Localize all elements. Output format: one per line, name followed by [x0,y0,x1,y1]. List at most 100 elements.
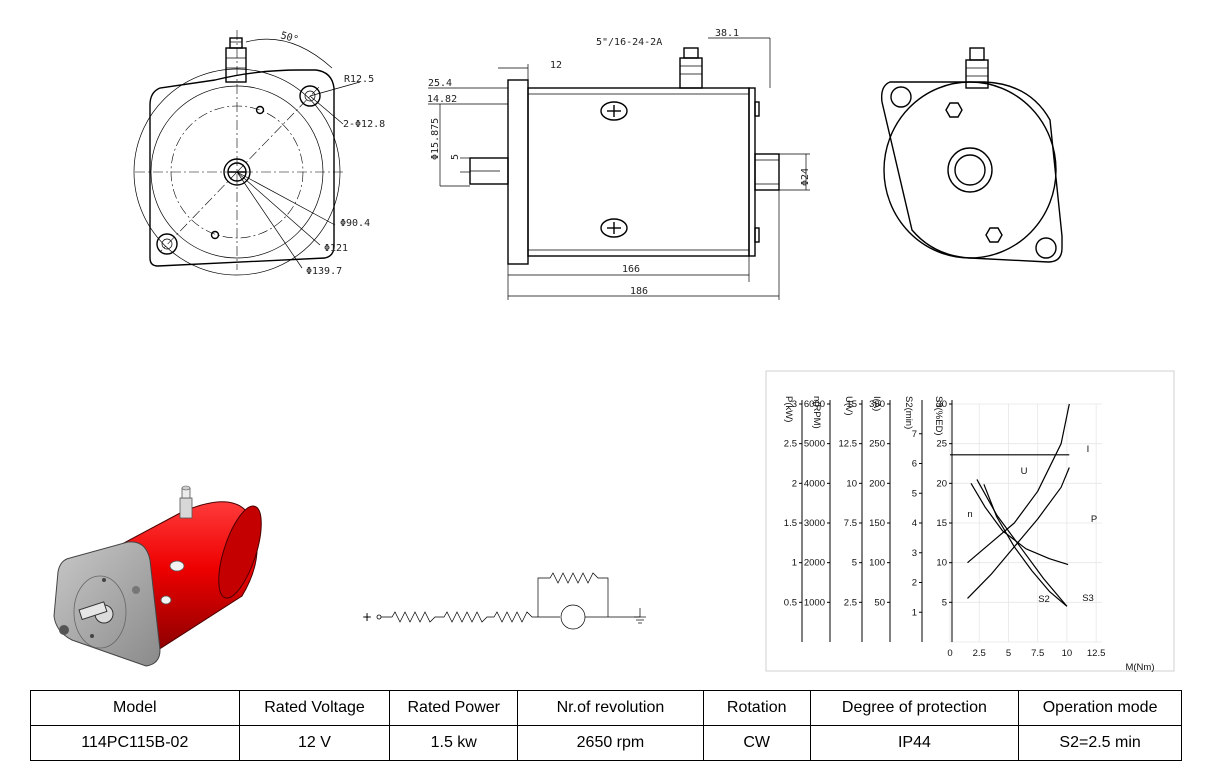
dim-24: Φ24 [800,168,811,186]
y-tick-label-4-5: 6 [912,459,917,470]
series-line-p [967,467,1070,599]
dim-381: 38.1 [715,28,739,39]
spec-table: Model Rated Voltage Rated Power Nr.of re… [30,690,1182,761]
y-tick-label-3-4: 250 [869,439,885,450]
y-axis-title-5: S3(%ED) [933,396,944,436]
dim-d904: Φ90.4 [340,218,370,229]
circuit-diagram: + [362,572,646,630]
dim-1482: 14.82 [427,94,457,105]
series-label-u: U [1021,466,1028,477]
y-tick-label-3-3: 200 [869,478,885,489]
x-tick-label-0: 0 [947,648,952,659]
header-rated-voltage: Rated Voltage [238,690,391,726]
value-rotation: CW [702,725,811,761]
y-tick-label-2-1: 5 [852,558,857,569]
y-tick-label-5-5: 30 [936,399,947,410]
value-rated-voltage: 12 V [238,725,391,761]
value-protection: IP44 [809,725,1020,761]
series-line-i [967,403,1070,564]
y-tick-label-5-0: 5 [942,597,947,608]
y-tick-label-5-4: 25 [936,439,947,450]
value-revolution: 2650 rpm [517,725,704,761]
y-tick-label-4-4: 5 [912,488,917,499]
y-axis-title-0: P(kW) [783,396,794,422]
dim-r-small: R12.5 [344,74,374,85]
y-tick-label-1-3: 4000 [804,478,825,489]
y-tick-label-1-1: 2000 [804,558,825,569]
y-tick-label-4-3: 4 [912,518,917,529]
dim-5: 5 [450,154,461,160]
header-model: Model [30,690,240,726]
chart-axes: 0 2.5 5 7.5 10 12.5M(Nm) P(kW) 0.5 1 1.5 2 2.5 3 n(RP… [783,396,1155,673]
dim-angle: 50° [279,30,299,46]
y-tick-label-0-5: 3 [792,399,797,410]
series-label-n: n [967,509,972,520]
y-tick-label-3-0: 50 [874,597,885,608]
series-label-s2: S2 [1038,594,1050,605]
motor-render [53,485,262,667]
y-tick-label-1-4: 5000 [804,439,825,450]
dim-166: 166 [622,264,640,275]
x-tick-label-2: 5 [1006,648,1011,659]
y-tick-label-3-5: 300 [869,399,885,410]
x-tick-label-1: 2.5 [973,648,986,659]
y-axis-title-1: n(RPM) [811,396,822,429]
dim-15875: Φ15.875 [430,118,441,160]
y-tick-label-0-1: 1 [792,558,797,569]
dim-12: 12 [550,60,562,71]
y-tick-label-0-0: 0.5 [784,597,797,608]
y-tick-label-0-3: 2 [792,478,797,489]
series-label-p: P [1091,514,1097,525]
value-model: 114PC115B-02 [30,725,240,761]
dim-d121: Φ121 [324,243,348,254]
y-axis-title-3: I(A) [871,396,882,411]
y-tick-label-0-2: 1.5 [784,518,797,529]
dim-holes: 2-Φ12.8 [343,119,385,130]
series-line-s2 [983,484,1068,607]
y-tick-label-4-6: 7 [912,429,917,440]
circuit-plus: + [362,610,372,624]
front-view: 50° R12.5 2-Φ12.8 Φ90.4 Φ121 Φ139.7 [133,30,385,277]
dim-d1397: Φ139.7 [306,266,342,277]
header-revolution: Nr.of revolution [517,690,704,726]
y-tick-label-5-2: 15 [936,518,947,529]
y-tick-label-2-5: 15 [846,399,857,410]
series-line-s3 [976,479,1068,607]
y-tick-label-4-2: 3 [912,548,917,559]
header-operation-mode: Operation mode [1018,690,1182,726]
dim-thread: 5"/16-24-2A [596,37,662,48]
chart-frame [765,370,1175,672]
drawing-canvas: 50° R12.5 2-Φ12.8 Φ90.4 Φ121 Φ139.7 [53,28,1175,673]
y-tick-label-2-2: 7.5 [844,518,857,529]
y-tick-label-4-0: 1 [912,607,917,618]
spec-header-row: Model Rated Voltage Rated Power Nr.of re… [30,690,1182,726]
y-tick-label-5-1: 10 [936,558,947,569]
header-rated-power: Rated Power [389,690,519,726]
dim-254: 25.4 [428,78,452,89]
series-label-s3: S3 [1082,593,1094,604]
x-axis-title: M(Nm) [1125,662,1154,673]
y-axis-title-2: U(V) [843,396,854,416]
y-tick-label-1-0: 1000 [804,597,825,608]
y-tick-label-2-4: 12.5 [839,439,858,450]
y-tick-label-3-2: 150 [869,518,885,529]
performance-chart: 0 2.5 5 7.5 10 12.5M(Nm) P(kW) 0.5 1 1.5 2 2.5 3 n(RP… [765,370,1175,673]
dim-186: 186 [630,286,648,297]
x-tick-label-4: 10 [1062,648,1073,659]
header-protection: Degree of protection [809,690,1020,726]
y-tick-label-0-4: 2.5 [784,439,797,450]
y-tick-label-1-2: 3000 [804,518,825,529]
x-tick-label-5: 12.5 [1087,648,1106,659]
value-rated-power: 1.5 kw [389,725,519,761]
rear-view [880,47,1063,263]
y-tick-label-3-1: 100 [869,558,885,569]
x-tick-label-3: 7.5 [1031,648,1044,659]
y-tick-label-5-3: 20 [936,478,947,489]
chart-grid [949,403,1102,643]
spec-value-row: 114PC115B-02 12 V 1.5 kw 2650 rpm CW IP4… [30,725,1182,761]
y-tick-label-1-5: 6000 [804,399,825,410]
y-tick-label-2-3: 10 [846,478,857,489]
y-axis-title-4: S2(min) [903,396,914,429]
y-tick-label-4-1: 2 [912,578,917,589]
